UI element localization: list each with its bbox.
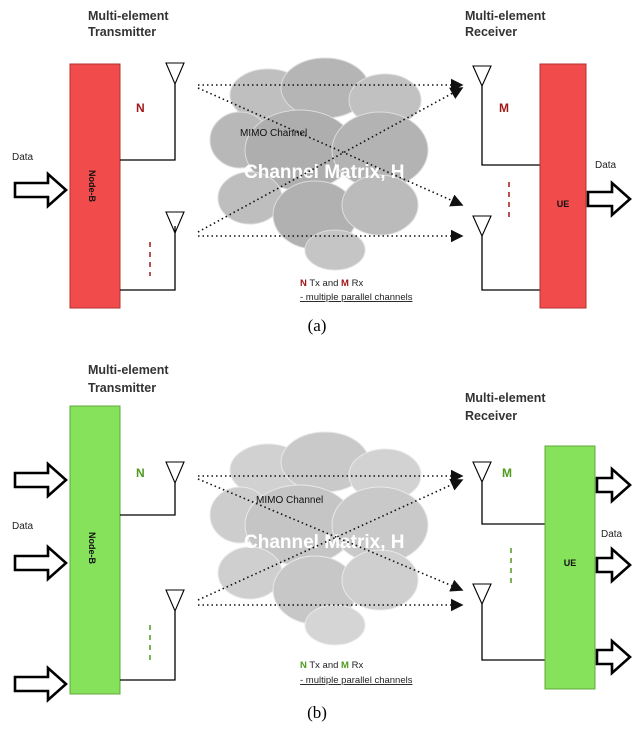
rx-wire-top — [481, 482, 545, 525]
data-in-arrow — [13, 171, 68, 209]
data-out-arrow — [595, 638, 632, 676]
ue-label: UE — [557, 199, 570, 209]
note-n: N — [300, 278, 307, 289]
tx-wire-bottom — [120, 611, 176, 681]
channel-cloud — [209, 57, 429, 271]
note-m: M — [341, 278, 349, 289]
caption-b: (b) — [307, 703, 327, 722]
ue-box — [539, 63, 587, 309]
rx-wire-bottom — [481, 236, 540, 291]
channel-matrix-label: Channel Matrix, H — [244, 162, 404, 183]
tx-wire-bottom — [120, 226, 176, 291]
panel-b: Multi-element Transmitter Multi-element … — [12, 363, 632, 722]
channel-path — [197, 478, 464, 592]
rx-antenna-icon — [472, 461, 492, 484]
note-mid: Tx and — [307, 278, 341, 289]
rx-antenna-icon — [472, 215, 492, 238]
rx-wire-top — [481, 86, 540, 166]
data-out-arrow — [595, 546, 632, 584]
data-out-label: Data — [601, 529, 623, 540]
rx-antenna-icon — [472, 583, 492, 606]
mimo-channel-label: MIMO Channel — [256, 495, 323, 506]
mimo-channel-label: MIMO Channel — [240, 128, 307, 139]
note-line1: N Tx and M Rx — [300, 660, 363, 671]
n-label: N — [136, 466, 145, 480]
receiver-heading-line1: Multi-element — [465, 9, 546, 23]
panel-a: Multi-element Transmitter Multi-element … — [12, 9, 632, 335]
data-out-arrow — [586, 180, 632, 218]
data-out-label: Data — [595, 160, 617, 171]
tx-antenna-icon — [165, 211, 185, 235]
channel-path — [197, 87, 464, 207]
channel-matrix-label: Channel Matrix, H — [244, 532, 404, 553]
rx-wire-bottom — [481, 604, 545, 661]
transmitter-heading-line2: Transmitter — [88, 381, 156, 395]
note-line1: N Tx and M Rx — [300, 278, 363, 289]
m-label: M — [499, 101, 509, 115]
node-b-label: Node-B — [87, 170, 97, 202]
transmitter-heading-line1: Multi-element — [88, 9, 169, 23]
receiver-heading-line2: Receiver — [465, 409, 517, 423]
note-line2: - multiple parallel channels — [300, 292, 413, 303]
tx-wire-top — [120, 84, 176, 161]
data-in-label: Data — [12, 152, 34, 163]
channel-path — [197, 478, 464, 601]
data-in-label: Data — [12, 521, 34, 532]
node-b-label: Node-B — [87, 532, 97, 564]
note-line2: - multiple parallel channels — [300, 675, 413, 686]
transmitter-heading-line1: Multi-element — [88, 363, 169, 377]
data-in-arrow — [13, 461, 68, 499]
channel-path — [197, 87, 464, 233]
caption-a: (a) — [308, 316, 327, 335]
receiver-heading-line2: Receiver — [465, 25, 517, 39]
ue-box — [544, 445, 596, 690]
data-out-arrow — [595, 466, 632, 504]
note-mid: Tx and — [307, 660, 341, 671]
note-m: M — [341, 660, 349, 671]
transmitter-heading-line2: Transmitter — [88, 25, 156, 39]
tx-antenna-icon — [165, 461, 185, 485]
tx-wire-top — [120, 483, 176, 516]
note-n: N — [300, 660, 307, 671]
n-label: N — [136, 101, 145, 115]
channel-cloud — [209, 431, 429, 646]
ue-label: UE — [564, 558, 577, 568]
node-b-box — [69, 63, 121, 309]
receiver-heading-line1: Multi-element — [465, 391, 546, 405]
note-end: Rx — [349, 660, 364, 671]
rx-antenna-icon — [472, 65, 492, 88]
node-b-box — [69, 405, 121, 695]
tx-antenna-icon — [165, 62, 185, 86]
data-in-arrow — [13, 665, 68, 703]
note-end: Rx — [349, 278, 364, 289]
data-in-arrow — [13, 544, 68, 582]
m-label: M — [502, 466, 512, 480]
tx-antenna-icon — [165, 589, 185, 613]
